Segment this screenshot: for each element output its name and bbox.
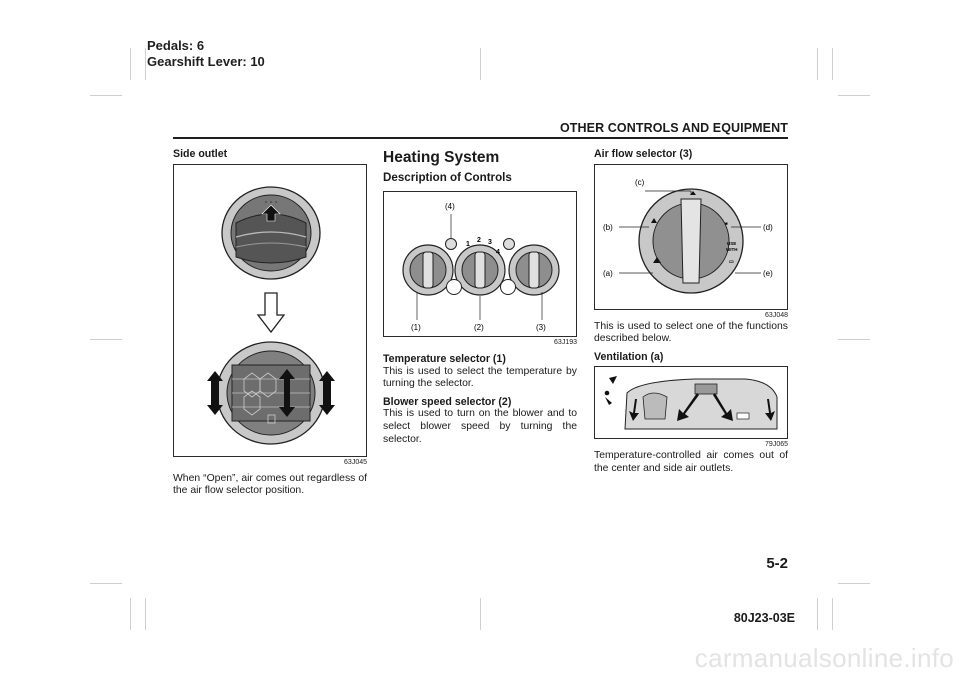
side-outlet-figure-code: 63J045 (344, 458, 367, 466)
controls-label-2: (2) (474, 323, 484, 332)
watermark: carmanualsonline.info (694, 643, 954, 673)
ventilation-figure-code: 79J065 (765, 441, 788, 449)
air-flow-selector-heading: Air flow selector (3) (594, 148, 693, 160)
crop-mark (832, 48, 833, 80)
crop-mark (480, 598, 481, 630)
controls-figure-code: 63J193 (554, 339, 577, 346)
air-flow-label-b: (b) (603, 223, 613, 232)
ventilation-figure (594, 366, 788, 440)
svg-text:■: ■ (725, 221, 728, 226)
column-1: Side outlet 63J045 When “Open”, a (173, 148, 367, 498)
svg-text:WITH: WITH (726, 247, 738, 252)
air-flow-label-a: (a) (603, 269, 613, 278)
corner-note-line-2: Gearshift Lever: 10 (147, 54, 265, 69)
ventilation-illustration (603, 376, 778, 430)
crop-mark (130, 48, 131, 80)
crop-mark (145, 598, 146, 630)
blower-speed-selector-heading: Blower speed selector (2) (383, 395, 512, 408)
crop-mark (480, 48, 481, 80)
crop-mark (90, 339, 122, 340)
controls-label-3: (3) (536, 323, 546, 332)
heating-system-title: Heating System (383, 149, 500, 166)
temperature-selector-heading: Temperature selector (1) (383, 353, 506, 365)
description-of-controls-subtitle: Description of Controls (383, 171, 512, 184)
crop-mark (838, 339, 870, 340)
air-flow-label-e: (e) (763, 269, 773, 278)
crop-mark (832, 598, 833, 630)
crop-mark (817, 598, 818, 630)
svg-text:▭: ▭ (729, 259, 734, 265)
air-flow-figure: ■ USE WITH ▭ (c) (b) (d) (a) (e) (594, 163, 788, 310)
column-3: Air flow selector (3) ■ USE WITH ▭ (c) (… (594, 148, 788, 476)
temperature-selector-text: This is used to select the temperature b… (383, 365, 577, 390)
ventilation-text: Temperature-controlled air comes out of … (594, 450, 788, 474)
air-flow-illustration: ■ USE WITH ▭ (c) (b) (d) (a) (e) (603, 178, 773, 294)
crop-mark (838, 95, 870, 96)
svg-text:1: 1 (466, 241, 470, 248)
crop-mark (90, 583, 122, 584)
corner-note: Pedals: 6 Gearshift Lever: 10 (147, 38, 265, 70)
column-2: Heating System Description of Controls 1… (383, 148, 577, 446)
air-flow-label-d: (d) (763, 223, 773, 232)
ventilation-heading: Ventilation (a) (594, 350, 664, 363)
controls-label-4: (4) (445, 202, 455, 211)
svg-text:2: 2 (477, 237, 481, 244)
side-outlet-heading: Side outlet (173, 148, 228, 160)
air-flow-figure-code: 63J048 (765, 311, 788, 319)
crop-mark (130, 598, 131, 630)
header-rule (173, 137, 788, 139)
controls-figure: 1 2 3 4 (4) (1) (2) (3) (383, 191, 577, 337)
crop-mark (145, 48, 146, 80)
air-flow-intro-text: This is used to select one of the functi… (594, 320, 788, 345)
side-outlet-figure (173, 163, 367, 457)
blower-speed-selector-text: This is used to turn on the blower and t… (383, 408, 577, 445)
crop-mark (838, 583, 870, 584)
section-title: OTHER CONTROLS AND EQUIPMENT (559, 121, 788, 135)
svg-text:USE: USE (727, 241, 736, 246)
document-code: 80J23-03E (733, 611, 795, 625)
corner-note-line-1: Pedals: 6 (147, 38, 205, 53)
page-number: 5-2 (766, 555, 788, 572)
svg-text:3: 3 (488, 239, 492, 246)
crop-mark (90, 95, 122, 96)
side-outlet-illustration (207, 185, 335, 445)
crop-mark (817, 48, 818, 80)
controls-illustration: 1 2 3 4 (4) (1) (2) (3) (402, 202, 560, 332)
svg-text:4: 4 (496, 249, 500, 256)
air-flow-label-c: (c) (635, 178, 645, 187)
controls-label-1: (1) (411, 323, 421, 332)
side-outlet-text: When “Open”, air comes out regardless of… (173, 472, 367, 497)
